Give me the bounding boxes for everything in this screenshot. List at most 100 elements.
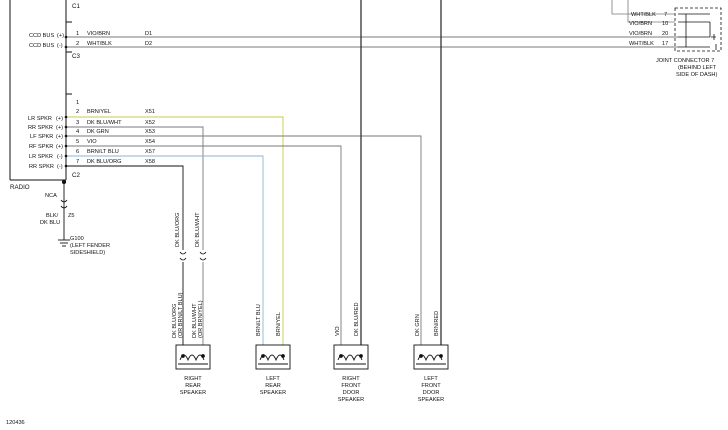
wire-label-rr-lower-a2: (OR BRN/LT BLU) xyxy=(178,292,184,338)
wire-label-rr-lower-b2: (OR BRN/YEL) xyxy=(198,300,204,338)
speaker-icon xyxy=(175,344,211,370)
spk-row: LF SPKR (+) 4 DK GRN X53 xyxy=(30,129,155,140)
ccd-row: CCD BUS (+) 1 VIO/BRN D1 xyxy=(29,31,152,39)
speaker-label-4: SPEAKER xyxy=(338,397,364,403)
row-circuit: D2 xyxy=(145,41,152,47)
joint-row-wire: WHT/BLK xyxy=(629,41,654,47)
wire-dk-grn xyxy=(66,135,422,345)
row-side-label: RR SPKR xyxy=(29,164,54,170)
row-polarity: (+) xyxy=(56,125,63,131)
wire-label-lf-a: DK GRN xyxy=(415,314,421,336)
speaker-icon xyxy=(413,344,449,370)
connector-c2-label: C2 xyxy=(72,172,80,179)
wire-brn-lt-blu xyxy=(66,155,264,345)
wire-label-rf-b: DK BLU/RED xyxy=(354,302,360,336)
speaker-label-1: RIGHT xyxy=(184,376,202,382)
wire-vio xyxy=(66,145,342,345)
speaker-label-2: FRONT xyxy=(341,383,361,389)
wire-dk-blu-wht xyxy=(66,126,204,250)
spk-row: 1 xyxy=(76,100,79,106)
joint-connector xyxy=(611,0,722,52)
speaker-label-1: RIGHT xyxy=(342,376,360,382)
speaker-label-4: SPEAKER xyxy=(418,397,444,403)
row-circuit: X57 xyxy=(145,149,155,155)
joint-row-pin: 20 xyxy=(662,31,668,37)
spk-row: RR SPKR (-) 7 DK BLU/ORG X58 xyxy=(29,159,155,170)
row-pin: 4 xyxy=(76,129,80,135)
row-circuit: X52 xyxy=(145,120,155,126)
row-pin: 1 xyxy=(76,100,79,106)
row-side-label: CCD BUS xyxy=(29,33,54,39)
joint-connector-label: JOINT CONNECTOR 7 xyxy=(656,58,714,64)
row-side-label: CCD BUS xyxy=(29,43,54,49)
row-polarity: (+) xyxy=(57,33,64,39)
row-circuit: X54 xyxy=(145,139,155,145)
speaker-label-3: SPEAKER xyxy=(260,390,286,396)
ground-circuit xyxy=(58,179,70,247)
speaker-label-2: REAR xyxy=(185,383,201,389)
row-pin: 2 xyxy=(76,41,79,47)
wire-label-lr-b: BRN/YEL xyxy=(276,312,282,336)
speaker-icon xyxy=(333,344,369,370)
ccd-row: CCD BUS (-) 2 WHT/BLK D2 xyxy=(29,41,152,49)
spk-row: LR SPKR (+) 2 BRN/YEL X51 xyxy=(28,109,155,122)
ground-circuit-id: Z5 xyxy=(68,213,75,219)
row-circuit: D1 xyxy=(145,31,152,37)
wire-label-rr-lower-b1: DK BLU/WHT xyxy=(192,303,198,338)
joint-row-wire: VIO/BRN xyxy=(629,21,652,27)
splice-dots xyxy=(64,35,68,168)
speaker-left-front-door: LEFT FRONT DOOR SPEAKER xyxy=(413,344,449,403)
speaker-right-rear: RIGHT REAR SPEAKER xyxy=(175,344,211,396)
row-wire-color: VIO/BRN xyxy=(87,31,110,37)
speaker-label-1: LEFT xyxy=(424,376,438,382)
row-wire-color: WHT/BLK xyxy=(87,41,112,47)
speaker-label-2: REAR xyxy=(265,383,281,389)
wire-label-rr-lower-a1: DK BLU/ORG xyxy=(172,303,178,338)
row-pin: 6 xyxy=(76,149,79,155)
wire-label-rr-upper-a: DK BLU/ORG xyxy=(175,212,181,247)
wire-dk-blu-org xyxy=(66,165,184,250)
joint-row-pin: 10 xyxy=(662,21,668,27)
row-polarity: (+) xyxy=(56,134,63,140)
ground-wire-color: BLK/ xyxy=(46,213,59,219)
joint-row-pin: 17 xyxy=(662,41,668,47)
row-pin: 2 xyxy=(76,109,79,115)
ground-id: G100 xyxy=(70,236,84,242)
row-wire-color: DK BLU/WHT xyxy=(87,120,122,126)
connector-c3-label: C3 xyxy=(72,53,80,60)
row-side-label: RR SPKR xyxy=(28,125,53,131)
speaker-icon xyxy=(255,344,291,370)
wire-label-rr-upper-b: DK BLU/WHT xyxy=(195,212,201,247)
nca-label: NCA xyxy=(45,193,57,199)
wire-label-lr-a: BRN/LT BLU xyxy=(256,304,262,336)
ground-wire-color-2: DK BLU xyxy=(40,220,60,226)
row-polarity: (+) xyxy=(56,144,63,150)
row-polarity: (-) xyxy=(57,164,63,170)
spk-row: RR SPKR (+) 3 DK BLU/WHT X52 xyxy=(28,120,155,131)
speaker-label-3: DOOR xyxy=(423,390,440,396)
joint-location-2: SIDE OF DASH) xyxy=(676,72,717,78)
figure-id: 120436 xyxy=(6,420,25,426)
wire-label-lf-b: BRN/RED xyxy=(434,311,440,336)
spk-row: LR SPKR (-) 6 BRN/LT BLU X57 xyxy=(29,149,155,160)
speaker-label-3: DOOR xyxy=(343,390,360,396)
speaker-label-2: FRONT xyxy=(421,383,441,389)
row-pin: 7 xyxy=(76,159,79,165)
row-wire-color: DK GRN xyxy=(87,129,109,135)
row-circuit: X51 xyxy=(145,109,155,115)
speaker-wires xyxy=(66,0,442,345)
row-pin: 1 xyxy=(76,31,79,37)
wire-brn-yel xyxy=(66,116,284,345)
speaker-left-rear: LEFT REAR SPEAKER xyxy=(255,344,291,396)
joint-row-wire: VIO/BRN xyxy=(629,31,652,37)
ground-location-1: (LEFT FENDER xyxy=(70,243,110,249)
row-wire-color: BRN/YEL xyxy=(87,109,111,115)
connector-break-marks xyxy=(179,251,207,261)
joint-location-1: (BEHIND LEFT xyxy=(678,65,717,71)
row-pin: 3 xyxy=(76,120,79,126)
speaker-label-1: LEFT xyxy=(266,376,280,382)
row-side-label: LR SPKR xyxy=(28,116,52,122)
radio-module xyxy=(9,0,72,181)
radio-label: RADIO xyxy=(10,184,30,191)
